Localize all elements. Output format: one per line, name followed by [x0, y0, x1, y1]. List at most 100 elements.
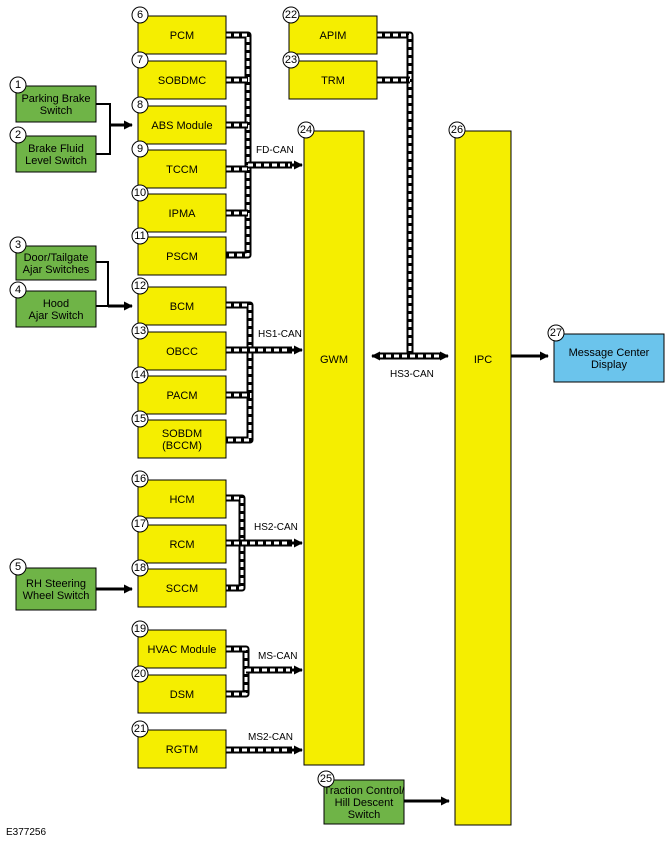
wiring: [96, 31, 549, 806]
sobdm-bccm-callout-number: 15: [134, 413, 146, 425]
gwm-box: [303, 130, 365, 766]
obcc-label: OBCC: [166, 346, 198, 358]
rgtm-box: [137, 729, 227, 769]
brake-fluid-level-switch-box: [15, 135, 97, 173]
hs3-can-label: HS3-CAN: [390, 369, 434, 380]
ipma-label: IPMA: [169, 208, 197, 220]
message-center-display-label: Display: [591, 359, 628, 371]
gwm-callout-number: 24: [300, 124, 312, 136]
ipc-callout-circle: [448, 121, 466, 139]
pacm-callout-number: 14: [134, 369, 146, 381]
trm-label: TRM: [321, 75, 345, 87]
obcc-callout-circle: [131, 322, 149, 340]
pacm-block: PACM 14: [131, 366, 227, 415]
rcm-callout-number: 17: [134, 518, 146, 530]
pacm-box: [137, 375, 227, 415]
pcm-label: PCM: [170, 30, 194, 42]
door-tailgate-ajar-switches-callout-circle: [9, 236, 27, 254]
gwm-block: GWM 24: [297, 121, 365, 766]
sobdm-bccm-box: [137, 419, 227, 459]
hs1-can-label: HS1-CAN: [258, 329, 302, 340]
fd-can-trunk-dash: [226, 33, 250, 257]
ipc-callout-number: 26: [451, 124, 463, 136]
hs1-can-trunk-dash: [226, 303, 252, 442]
apim-box: [288, 15, 378, 55]
pacm-label: PACM: [167, 390, 198, 402]
message-center-display-callout-number: 27: [550, 327, 562, 339]
rcm-block: RCM 17: [131, 515, 227, 564]
door-tailgate-ajar-switches-callout-number: 3: [15, 239, 21, 251]
pcm-callout-circle: [131, 6, 149, 24]
rh-steering-wheel-switch-callout-number: 5: [15, 561, 21, 573]
fd-can-trunk-outline: [226, 31, 252, 259]
sccm-callout-number: 18: [134, 562, 146, 574]
figure-id: E377256: [6, 827, 47, 838]
ipc-box: [454, 130, 512, 826]
obcc-box: [137, 331, 227, 371]
hvac-module-label: HVAC Module: [148, 644, 217, 656]
sobdm-bccm-label: (BCCM): [162, 440, 202, 452]
sobdmc-callout-number: 7: [137, 54, 143, 66]
traction-control-hill-descent-switch-label: Switch: [348, 809, 380, 821]
apim-callout-number: 22: [285, 9, 297, 21]
message-center-display-box: [553, 333, 665, 383]
traction-control-hill-descent-switch-label: Traction Control/: [324, 785, 406, 797]
abs-module-box: [137, 105, 227, 145]
rgtm-callout-circle: [131, 720, 149, 738]
sobdm-bccm-callout-circle: [131, 410, 149, 428]
hs2-can-label: HS2-CAN: [254, 522, 298, 533]
sccm-box: [137, 568, 227, 608]
apim-callout-circle: [282, 6, 300, 24]
pscm-callout-circle: [131, 227, 149, 245]
hood-ajar-switch-label: Ajar Switch: [28, 310, 83, 322]
sccm-callout-circle: [131, 559, 149, 577]
dsm-box: [137, 674, 227, 714]
pacm-callout-circle: [131, 366, 149, 384]
sobdm-bccm-label: SOBDM: [162, 428, 202, 440]
traction-control-hill-descent-switch-callout-number: 25: [320, 773, 332, 785]
bcm-label: BCM: [170, 301, 194, 313]
apim-label: APIM: [320, 30, 347, 42]
rcm-callout-circle: [131, 515, 149, 533]
hvac-module-callout-circle: [131, 620, 149, 638]
traction-control-hill-descent-switch-box: [323, 779, 405, 825]
door-tailgate-ajar-switches-label: Ajar Switches: [23, 264, 90, 276]
traction-control-hill-descent-switch-label: Hill Descent: [335, 797, 394, 809]
ipma-box: [137, 193, 227, 233]
hood-ajar-switch-callout-circle: [9, 281, 27, 299]
ipc-label: IPC: [474, 354, 492, 366]
sobdmc-label: SOBDMC: [158, 75, 206, 87]
hvac-module-callout-number: 19: [134, 623, 146, 635]
rcm-label: RCM: [169, 539, 194, 551]
tccm-callout-circle: [131, 140, 149, 158]
bcm-block: BCM 12: [131, 277, 227, 326]
ms2-can-label: MS2-CAN: [248, 732, 293, 743]
gwm-label: GWM: [320, 354, 348, 366]
tccm-callout-number: 9: [137, 143, 143, 155]
brake-fluid-level-switch-callout-number: 2: [15, 129, 21, 141]
brake-fluid-level-switch-label: Level Switch: [25, 155, 87, 167]
rh-steering-wheel-switch-label: Wheel Switch: [23, 590, 90, 602]
dsm-callout-number: 20: [134, 668, 146, 680]
apim-block: APIM 22: [282, 6, 378, 55]
brake-fluid-level-switch-callout-circle: [9, 126, 27, 144]
rgtm-callout-number: 21: [134, 723, 146, 735]
bcm-callout-number: 12: [134, 280, 146, 292]
